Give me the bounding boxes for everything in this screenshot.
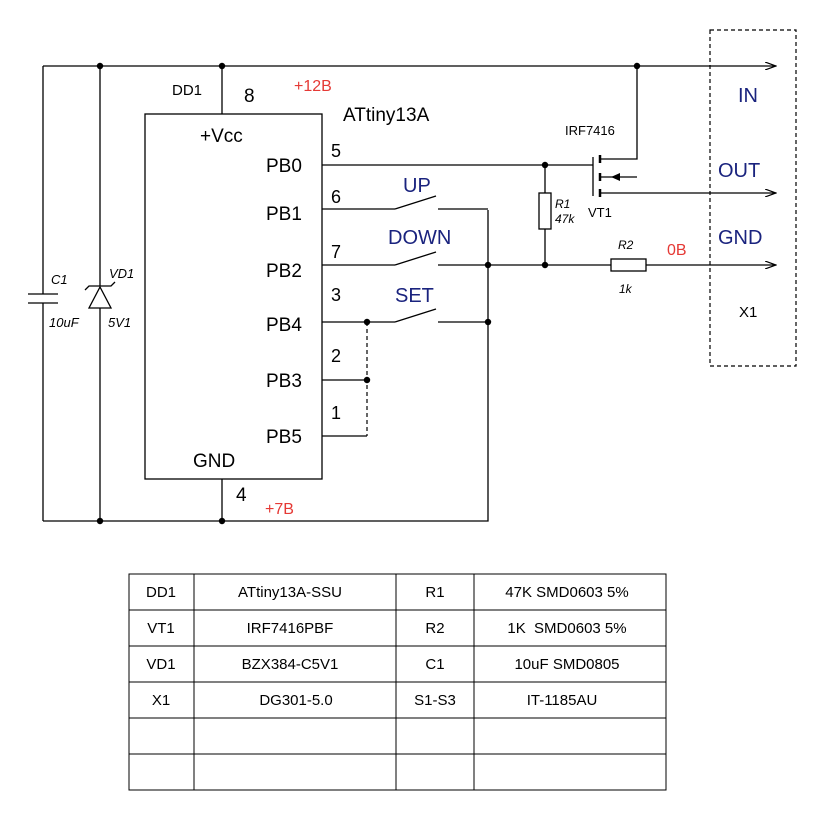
bom-cell: DD1 bbox=[146, 584, 176, 601]
bom-cell: DG301-5.0 bbox=[259, 692, 332, 709]
bom-table: DD1 ATtiny13A-SSU R1 47K SMD0603 5% VT1 … bbox=[128, 573, 667, 791]
bom-cell: IT-1185AU bbox=[527, 692, 598, 709]
pin-name-pb5: PB5 bbox=[266, 427, 302, 448]
junctions bbox=[96, 62, 641, 525]
c1-value: 10uF bbox=[49, 315, 80, 330]
wire-bottom-rail bbox=[43, 210, 489, 522]
resistor-r1 bbox=[538, 192, 552, 230]
bom-cell: ATtiny13A-SSU bbox=[238, 584, 342, 601]
pin-name-pb1: PB1 bbox=[266, 204, 302, 225]
pin-number-3: 3 bbox=[331, 285, 341, 305]
pin-number-7: 7 bbox=[331, 242, 341, 262]
switch-down bbox=[394, 251, 437, 266]
switch-set bbox=[394, 308, 437, 323]
vd1-designator: VD1 bbox=[109, 266, 134, 281]
voltage-0v: 0В bbox=[667, 242, 687, 259]
mosfet-vt1 bbox=[592, 66, 776, 197]
vd1-value: 5V1 bbox=[108, 315, 131, 330]
bom-cell: VT1 bbox=[147, 620, 175, 637]
button-label-down: DOWN bbox=[388, 227, 451, 249]
r2-designator: R2 bbox=[618, 238, 634, 252]
connector-out-label: OUT bbox=[718, 160, 760, 182]
chip-name: ATtiny13A bbox=[343, 105, 430, 126]
bom-cell: X1 bbox=[152, 692, 170, 709]
bom-cell: R1 bbox=[425, 584, 444, 601]
r2-value: 1k bbox=[619, 282, 633, 296]
bom-cell: 47K SMD0603 5% bbox=[505, 584, 628, 601]
pin-number-2: 2 bbox=[331, 346, 341, 366]
chip-designator: DD1 bbox=[172, 82, 202, 99]
chip-dd1-body bbox=[144, 113, 323, 480]
voltage-7v: +7В bbox=[265, 501, 294, 518]
button-label-set: SET bbox=[395, 285, 434, 307]
bom-cell: R2 bbox=[425, 620, 444, 637]
pin-name-pb2: PB2 bbox=[266, 261, 302, 282]
resistor-r2 bbox=[610, 258, 647, 272]
switch-up bbox=[394, 195, 437, 210]
r1-designator: R1 bbox=[555, 197, 570, 211]
c1-designator: C1 bbox=[51, 272, 68, 287]
bom-cell: 10uF SMD0805 bbox=[514, 656, 619, 673]
bom-cell: IRF7416PBF bbox=[247, 620, 334, 637]
bom-cell: BZX384-C5V1 bbox=[242, 656, 339, 673]
pin-name-pb4: PB4 bbox=[266, 315, 302, 336]
connector-x1-box bbox=[709, 29, 797, 367]
connector-designator: X1 bbox=[739, 304, 757, 321]
transistor-designator: VT1 bbox=[588, 205, 612, 220]
bom-cell: VD1 bbox=[146, 656, 175, 673]
pin-number-5: 5 bbox=[331, 141, 341, 161]
pin-number-1: 1 bbox=[331, 403, 341, 423]
connector-gnd-label: GND bbox=[718, 227, 762, 249]
button-label-up: UP bbox=[403, 175, 431, 197]
pin-number-6: 6 bbox=[331, 187, 341, 207]
bom-cell: C1 bbox=[425, 656, 444, 673]
zener-diode-vd1 bbox=[84, 281, 116, 309]
pin-vcc-number: 8 bbox=[244, 86, 255, 107]
chip-gnd-label: GND bbox=[193, 451, 235, 472]
connector-in-label: IN bbox=[738, 85, 758, 107]
chip-vcc-label: +Vcc bbox=[200, 126, 243, 147]
pin-gnd-number: 4 bbox=[236, 485, 247, 506]
pin-name-pb3: PB3 bbox=[266, 371, 302, 392]
pin-name-pb0: PB0 bbox=[266, 156, 302, 177]
r1-value: 47k bbox=[555, 212, 575, 226]
transistor-part: IRF7416 bbox=[565, 123, 615, 138]
bom-cell: S1-S3 bbox=[414, 692, 456, 709]
bom-cell: 1K SMD0603 5% bbox=[507, 620, 626, 637]
voltage-12v: +12В bbox=[294, 78, 332, 95]
